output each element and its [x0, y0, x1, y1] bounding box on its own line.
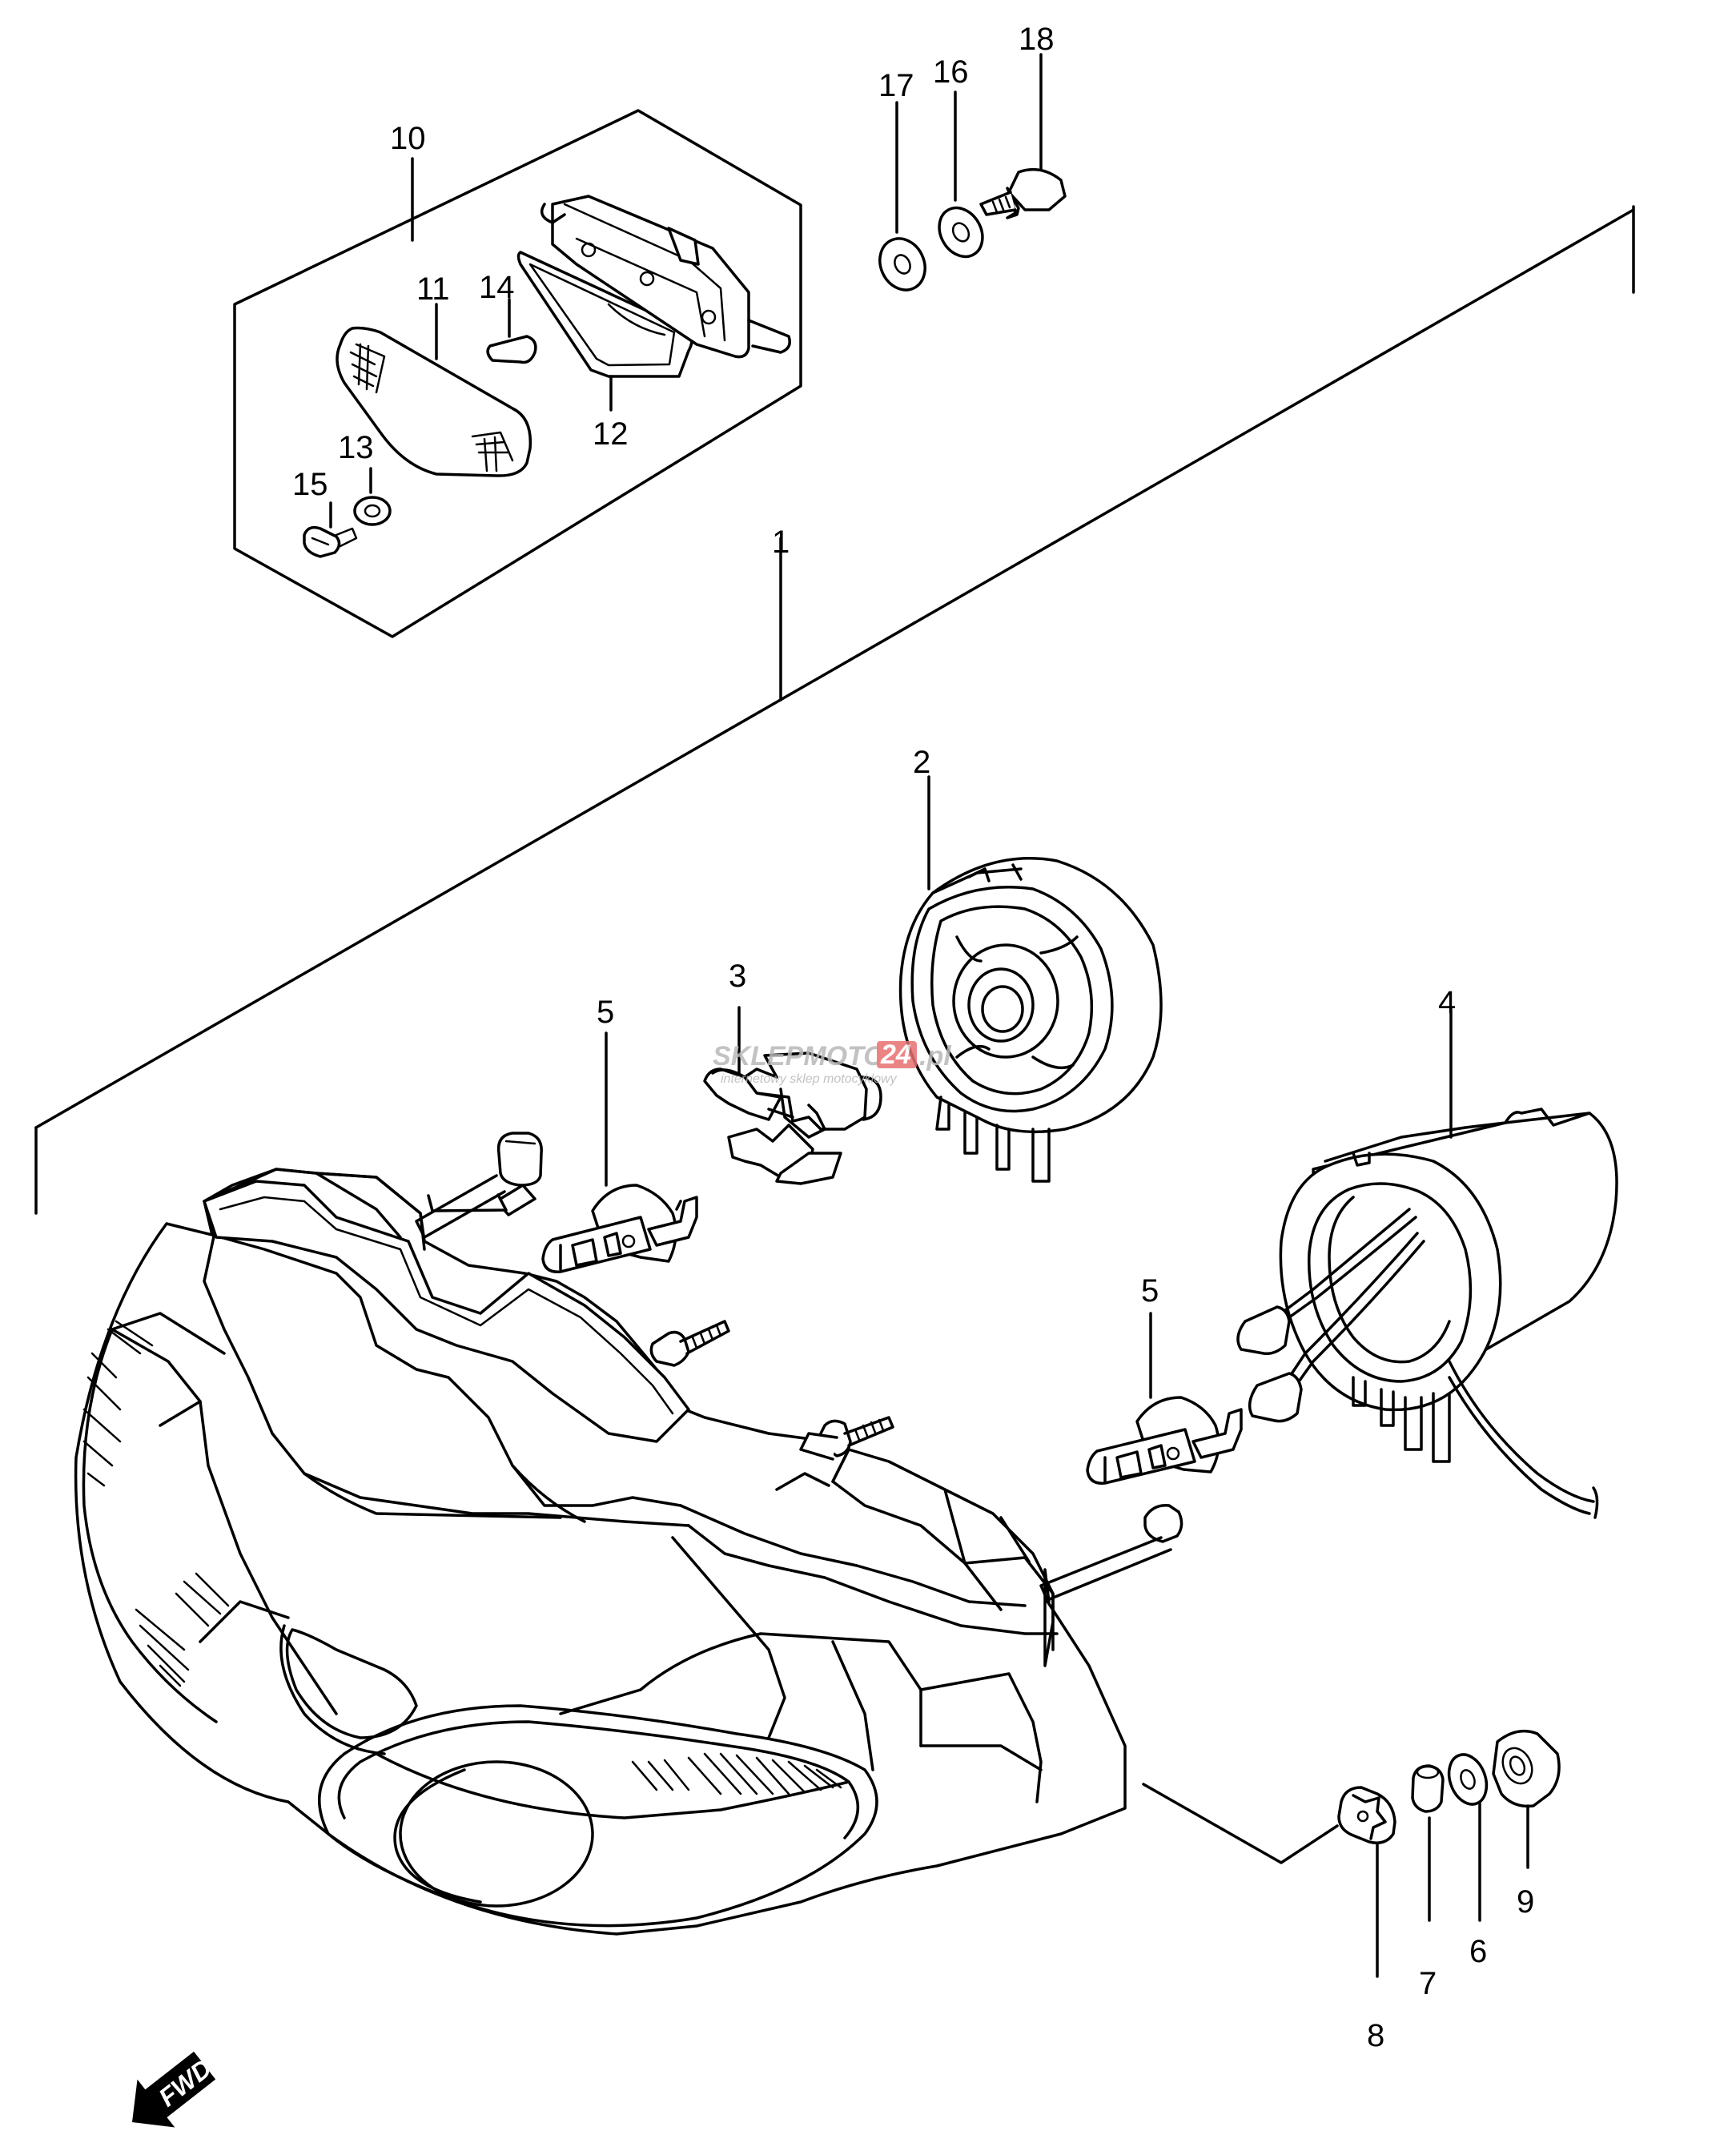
reflector-unit: [898, 857, 1163, 1183]
callout-labels: 1 2 3 4 5 5 6 7 8 9 10 11 12 13 14 15 16…: [292, 22, 1534, 2053]
callout-16: 16: [933, 54, 969, 90]
spacer-7: [1411, 1764, 1445, 1922]
callout-2: 2: [913, 745, 930, 780]
callout-5a: 5: [597, 995, 614, 1030]
washer-16: [938, 90, 984, 259]
bolt-18: [979, 53, 1067, 219]
bulb-socket: [703, 1006, 882, 1185]
callout-8: 8: [1367, 2018, 1384, 2053]
svg-text:internetowy sklep motocyklowy: internetowy sklep motocyklowy: [721, 1072, 898, 1086]
washer-6: [1447, 1753, 1489, 1922]
callout-10: 10: [390, 121, 426, 156]
svg-text:SKLEPMOTO: SKLEPMOTO: [713, 1041, 885, 1071]
screw-15: [303, 501, 358, 558]
watermark-logo: SKLEPMOTO 24 .pl internetowy sklep motoc…: [713, 1039, 952, 1086]
callout-6: 6: [1469, 1934, 1487, 1969]
svg-text:24: 24: [880, 1039, 911, 1070]
washer-17: [878, 101, 926, 291]
halogen-bulb-right: [1086, 1312, 1243, 1485]
callout-1: 1: [772, 525, 790, 560]
callout-3: 3: [729, 959, 746, 994]
adjuster-screw-right: [799, 1416, 894, 1461]
turn-signal-housing: [540, 195, 791, 359]
mounting-bolt-top: [415, 1132, 543, 1239]
callout-11: 11: [416, 271, 450, 307]
callout-7: 7: [1419, 1966, 1437, 2001]
callout-18: 18: [1019, 22, 1055, 57]
callout-14: 14: [479, 270, 515, 305]
nut-8: [1337, 1786, 1396, 1978]
callout-5b: 5: [1141, 1273, 1159, 1309]
bulb-14: [486, 298, 537, 364]
nut-9: [1492, 1729, 1561, 1869]
mounting-bolt-side: [1039, 1504, 1183, 1602]
svg-text:.pl: .pl: [919, 1041, 952, 1071]
callout-17: 17: [878, 68, 914, 103]
callout-13: 13: [338, 430, 374, 465]
callout-15: 15: [292, 467, 328, 502]
callout-9: 9: [1517, 1884, 1534, 1920]
dust-cover: [1236, 1108, 1618, 1519]
callout-12: 12: [593, 416, 629, 452]
headlight-housing: [74, 1168, 1127, 1936]
halogen-bulb-left: [541, 1031, 698, 1273]
washer-13: [353, 467, 392, 526]
turn-signal-group-box: [233, 109, 802, 638]
adjuster-screw-left: [649, 1320, 730, 1367]
fwd-arrow: FWD: [132, 2051, 217, 2128]
callout-4: 4: [1438, 985, 1456, 1020]
turn-signal-lens: [336, 326, 532, 477]
assembly-bracket: [34, 205, 1635, 1215]
